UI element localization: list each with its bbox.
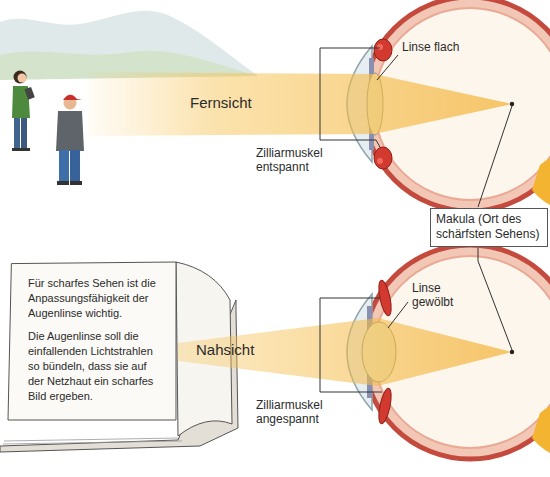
part-label: Linse gewölbt [412, 281, 467, 310]
book-text: Die Augenlinse soll die einfallenden Lic… [28, 329, 164, 404]
person-figure [12, 71, 35, 152]
callout-text: Makula (Ort des schärfsten Sehens) [436, 212, 542, 242]
macula-point [510, 102, 514, 106]
leader-line [478, 248, 512, 350]
leader-lines [320, 48, 408, 392]
light-beam [178, 318, 512, 386]
book-page: Für scharfes Sehen ist die Anpassungsfäh… [8, 262, 176, 420]
leader-line [377, 55, 398, 80]
light-beam [88, 72, 512, 136]
leader-line [320, 48, 380, 147]
part-label: Zilliarmuskel entspannt [256, 146, 336, 175]
person-figure [56, 95, 84, 185]
part-label: Linse flach [402, 40, 459, 54]
leader-line [478, 106, 512, 207]
book-text: Für scharfes Sehen ist die Anpassungsfäh… [28, 276, 164, 321]
view-label: Nahsicht [196, 341, 254, 359]
page-outline [8, 262, 176, 420]
part-label: Zilliarmuskel angespannt [256, 398, 336, 427]
leader-line [320, 298, 382, 392]
leader-line [388, 302, 408, 328]
view-label: Fernsicht [190, 94, 252, 112]
callout-box: Makula (Ort des schärfsten Sehens) [430, 208, 548, 247]
macula-point [510, 350, 514, 354]
